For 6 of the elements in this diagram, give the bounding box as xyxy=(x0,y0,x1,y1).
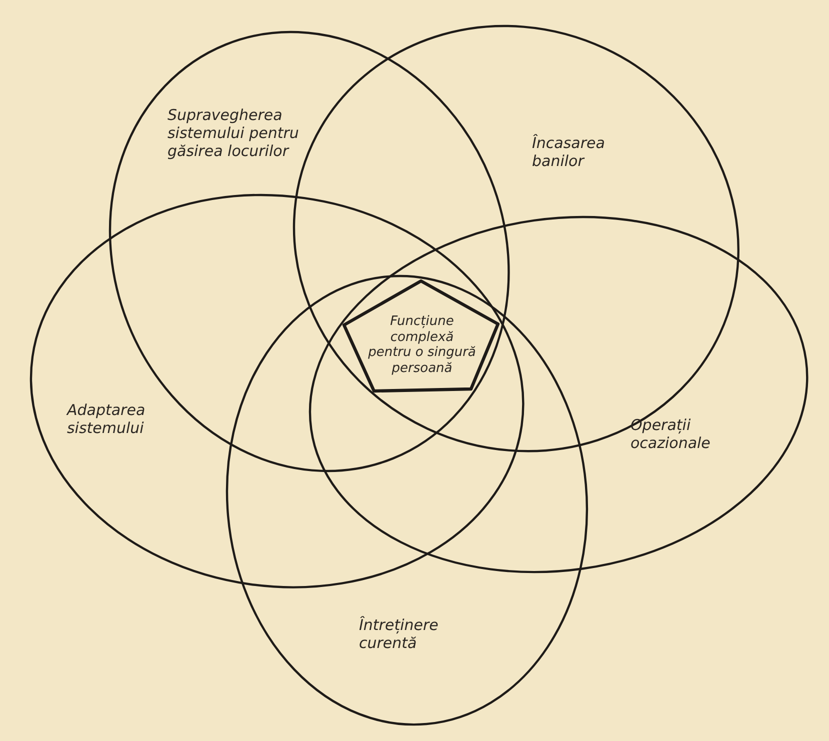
set-label: Operații ocazionale xyxy=(630,416,712,452)
intersection-label: Funcțiune complexă pentru o singură persoană xyxy=(368,314,476,376)
set-label: Adaptarea sistemului xyxy=(66,400,146,437)
set-label: Supravegherea sistemului pentru găsirea locurilor xyxy=(167,106,300,160)
set-label: Încasarea banilor xyxy=(532,134,606,170)
set-label: Întreținere curentă xyxy=(358,616,440,652)
